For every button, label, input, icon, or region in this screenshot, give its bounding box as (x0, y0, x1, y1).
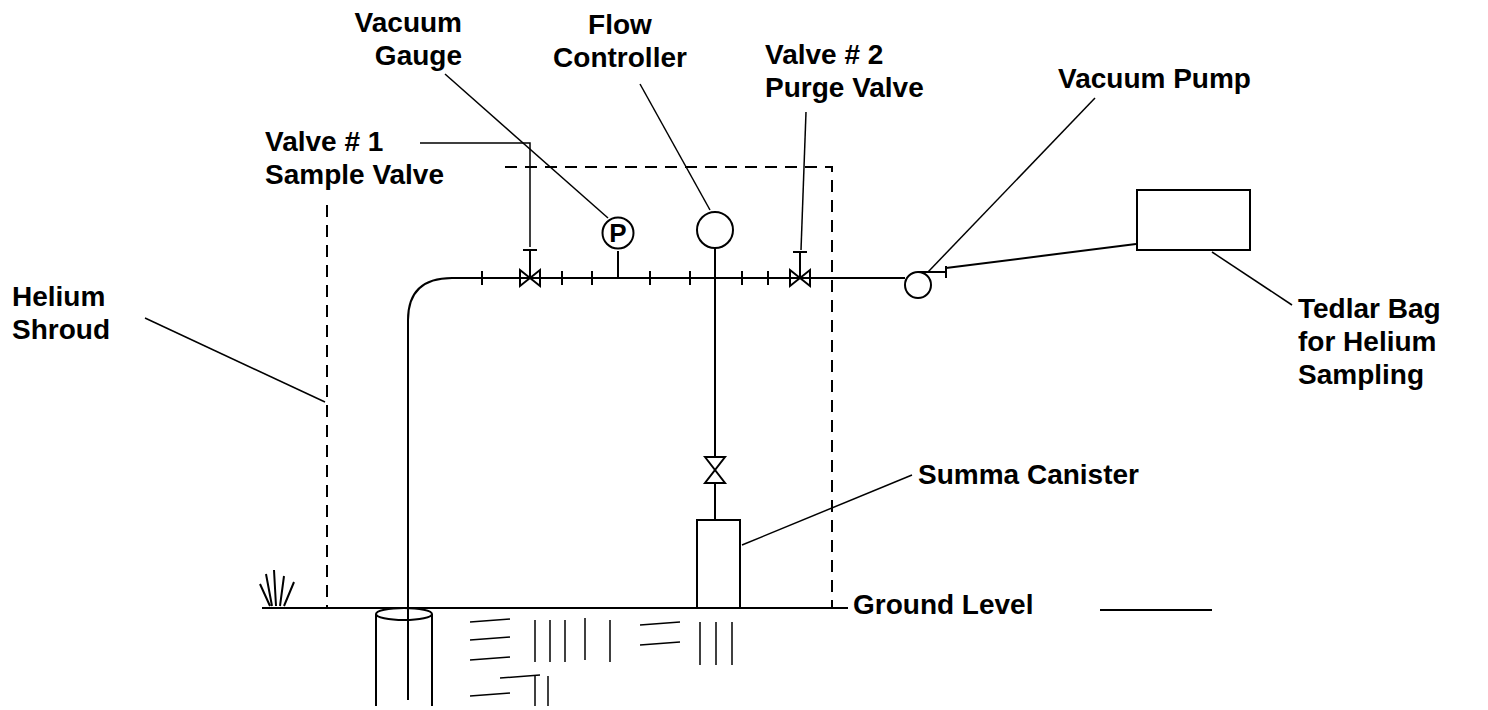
purge-valve (790, 252, 810, 286)
label-box: Valve # 1 Sample Valve (265, 125, 487, 191)
label-box: Summa Canister (918, 458, 1139, 491)
label-box: Helium Shroud (12, 280, 152, 346)
sample-tubing (408, 278, 905, 700)
ground-line (1100, 609, 1212, 611)
helium-shroud (327, 167, 832, 608)
label-box: Valve # 2 Purge Valve (765, 38, 960, 104)
callout-label: Valve # 1 Sample Valve (265, 125, 487, 191)
summa-canister (697, 520, 740, 608)
gauge-letter: P (609, 219, 626, 247)
label-box: Vacuum Gauge (330, 6, 462, 72)
vacuum-pump (905, 244, 1136, 298)
label-box: Flow Controller (528, 8, 712, 74)
callout-label: Vacuum Gauge (330, 6, 462, 72)
soil-hatching (470, 618, 732, 706)
canister-line (705, 278, 725, 520)
flow-controller (697, 212, 733, 278)
vacuum-gauge-dial: P (601, 216, 635, 250)
callout-label: Vacuum Pump (1058, 62, 1251, 95)
callout-label: Helium Shroud (12, 280, 152, 346)
well-casing (376, 608, 432, 706)
callout-label: Tedlar Bag for Helium Sampling (1298, 292, 1480, 391)
pipe-fittings (482, 271, 768, 285)
ground-line (262, 607, 848, 609)
callout-label: Ground Level (853, 588, 1033, 621)
leader-lines (145, 74, 1292, 545)
label-box: Vacuum Pump (1058, 62, 1251, 95)
callout-label: Summa Canister (918, 458, 1139, 491)
grass-tuft (260, 570, 294, 606)
sample-valve (520, 250, 540, 286)
gauge-stem (617, 251, 619, 278)
callout-label: Flow Controller (528, 8, 712, 74)
callout-label: Valve # 2 Purge Valve (765, 38, 960, 104)
tedlar-bag (1137, 190, 1250, 250)
label-box: Tedlar Bag for Helium Sampling (1298, 292, 1480, 391)
label-box: Ground Level (853, 588, 1033, 621)
